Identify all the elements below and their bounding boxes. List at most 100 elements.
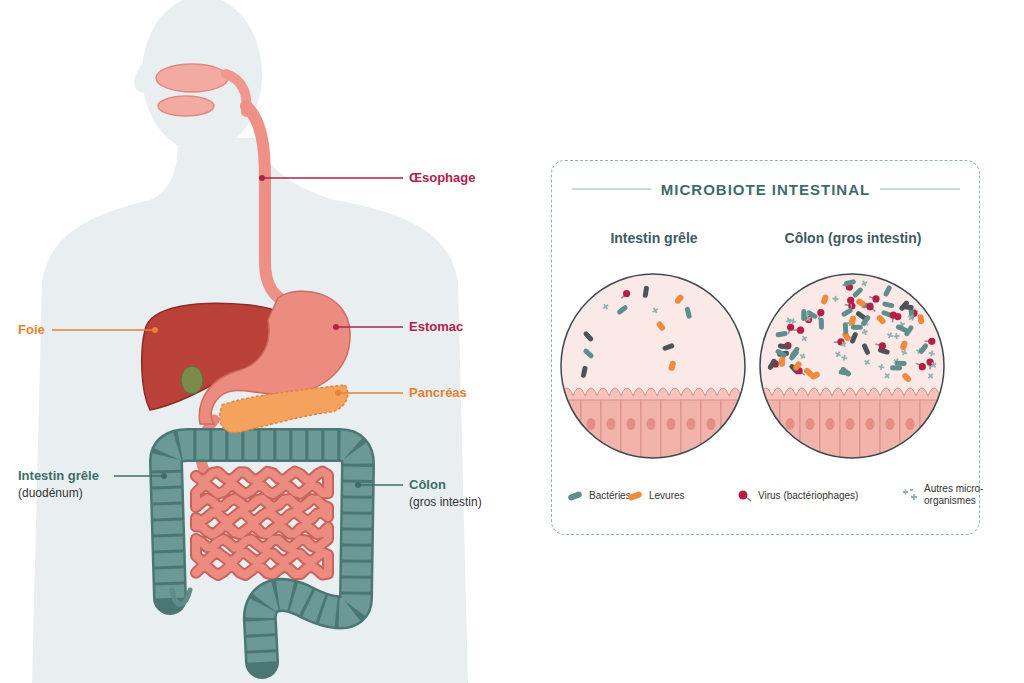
cell (621, 400, 641, 492)
circle-small-intestine (561, 274, 761, 492)
organ-label: Foie (18, 322, 45, 338)
other-microbe (841, 354, 848, 361)
nucleus (766, 418, 775, 430)
bacterium (582, 348, 594, 360)
cell (780, 400, 800, 492)
bacterium (895, 324, 908, 333)
legend-swatch (566, 489, 584, 503)
yeast (917, 314, 924, 325)
nucleus (627, 418, 636, 430)
nucleus (687, 418, 696, 430)
nucleus (587, 418, 596, 430)
nucleus (906, 418, 915, 430)
virus (787, 324, 794, 331)
circle-colon (760, 274, 960, 492)
cell (741, 400, 761, 492)
other-microbe (832, 296, 838, 302)
bacterium (898, 299, 910, 311)
legend-swatch (735, 489, 753, 503)
virus (890, 312, 897, 319)
bacterium (662, 343, 675, 352)
bacterium (882, 301, 895, 308)
leader-lines (52, 175, 403, 488)
other-microbe (907, 313, 915, 321)
other-microbe (928, 350, 935, 357)
bacterium (642, 286, 649, 299)
small-intestine (196, 472, 328, 576)
swatch-shape (739, 491, 748, 500)
yeast (901, 372, 912, 383)
legend-text: Levures (649, 490, 685, 502)
panel-title-row: MICROBIOTE INTESTINAL (552, 181, 979, 199)
bacterium (861, 343, 870, 356)
yeast (674, 293, 685, 305)
other-microbe (789, 318, 796, 325)
virus (879, 342, 886, 349)
cell (940, 400, 960, 492)
bacterium (838, 369, 851, 376)
yeast (668, 360, 677, 371)
nose (134, 58, 150, 96)
head (142, 0, 262, 152)
other-microbe (861, 328, 869, 336)
bacterium (918, 342, 929, 355)
cell (641, 400, 661, 492)
bacterium (843, 279, 856, 287)
pancreas (220, 385, 348, 433)
bacterium (582, 330, 594, 342)
yeast (809, 371, 821, 381)
nucleus (826, 418, 835, 430)
cell (561, 400, 581, 492)
colon (166, 445, 358, 662)
bacterium (894, 361, 906, 367)
bacterium (778, 343, 791, 350)
swatch-shape (903, 490, 917, 501)
nucleus (946, 418, 955, 430)
organ-label: Côlon (409, 477, 446, 493)
other-microbe (800, 334, 808, 342)
panel-title: MICROBIOTE INTESTINAL (651, 181, 880, 198)
swatch-shape (627, 491, 642, 501)
organ-label: Estomac (409, 319, 463, 335)
torso (32, 138, 468, 683)
cell (800, 400, 820, 492)
virus (817, 309, 824, 316)
circle-heading: Intestin grêle (562, 229, 746, 247)
other-microbe (863, 358, 871, 366)
bacterium (581, 365, 588, 378)
circle-heading: Côlon (gros intestin) (761, 229, 945, 247)
circle-view: Côlon (gros intestin) (761, 223, 945, 468)
virus (928, 338, 935, 345)
bacterium (616, 304, 629, 315)
other-microbe (651, 306, 659, 314)
bacterium (883, 285, 893, 298)
yeast (855, 297, 867, 307)
virus (872, 295, 879, 302)
other-microbe (840, 340, 848, 348)
organ-sublabel: (gros intestin) (409, 494, 482, 510)
other-microbe (883, 372, 891, 380)
bacterium (775, 331, 788, 338)
panel-box: MICROBIOTE INTESTINAL Intestin grêle Côlon… (551, 160, 980, 535)
yeast (655, 320, 666, 332)
yeast (820, 294, 829, 305)
cell (661, 400, 681, 492)
bacterium (801, 309, 806, 321)
cell (601, 400, 621, 492)
nucleus (647, 418, 656, 430)
legend-swatch (901, 488, 919, 502)
organ-sublabel: (duodénum) (18, 485, 83, 501)
bacterium (788, 349, 800, 361)
virus (919, 363, 926, 370)
legend-item: Autres micro-organismes (901, 483, 990, 507)
nucleus (607, 418, 616, 430)
bacterium (852, 287, 864, 299)
legend-text: Autres micro-organismes (924, 483, 990, 507)
organ-label: Pancréas (409, 385, 467, 401)
legend-text: Virus (bactériophages) (758, 490, 858, 502)
cell (900, 400, 920, 492)
bacterium (843, 322, 849, 334)
body-silhouette (32, 0, 468, 683)
